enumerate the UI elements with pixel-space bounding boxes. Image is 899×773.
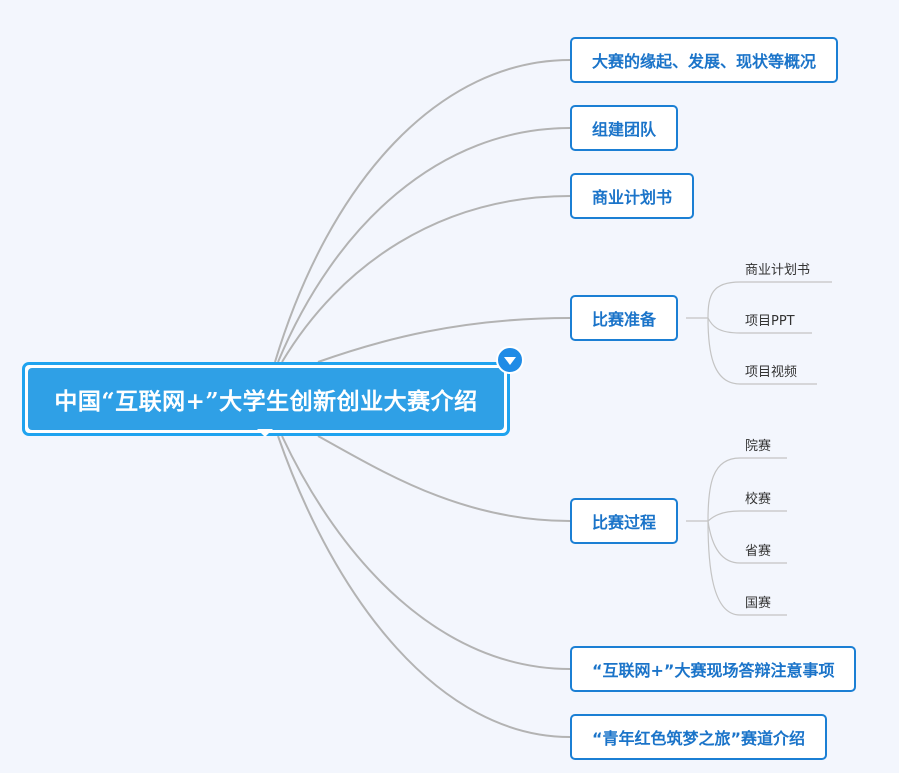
topic-defense-notes[interactable]: “互联网+”大赛现场答辩注意事项 — [570, 646, 857, 692]
topic-build-team[interactable]: 组建团队 — [570, 105, 679, 151]
topic-overview[interactable]: 大赛的缘起、发展、现状等概况 — [570, 37, 839, 83]
connector-root-branch-6 — [277, 435, 571, 738]
root-pointer-notch — [257, 429, 273, 437]
connector-root-branch-0 — [274, 59, 571, 363]
collapse-triangle-icon — [504, 357, 516, 365]
root-topic[interactable]: 中国“互联网+”大学生创新创业大赛介绍 — [22, 362, 510, 436]
connector-root-branch-3 — [317, 317, 571, 363]
connector-process-child-1 — [707, 510, 787, 522]
topic-competition-prep[interactable]: 比赛准备 — [570, 295, 679, 341]
subtopic-prep-business-plan[interactable]: 商业计划书 — [745, 263, 811, 278]
connector-root-branch-5 — [281, 435, 571, 670]
subtopic-process-college[interactable]: 院赛 — [745, 439, 772, 454]
subtopic-process-school[interactable]: 校赛 — [745, 492, 772, 507]
subtopic-prep-video[interactable]: 项目视频 — [745, 365, 798, 380]
subtopic-process-province[interactable]: 省赛 — [745, 544, 772, 559]
root-topic-label: 中国“互联网+”大学生创新创业大赛介绍 — [28, 368, 504, 430]
collapse-toggle-button[interactable] — [496, 346, 524, 374]
subtopic-process-national[interactable]: 国赛 — [745, 596, 772, 611]
topic-business-plan[interactable]: 商业计划书 — [570, 173, 695, 219]
connector-root-branch-2 — [281, 195, 571, 363]
topic-red-dream-track[interactable]: “青年红色筑梦之旅”赛道介绍 — [570, 714, 828, 760]
topic-competition-process[interactable]: 比赛过程 — [570, 498, 679, 544]
subtopic-prep-ppt[interactable]: 项目PPT — [745, 314, 795, 329]
connector-root-branch-4 — [317, 435, 571, 522]
connector-root-branch-1 — [277, 127, 571, 363]
